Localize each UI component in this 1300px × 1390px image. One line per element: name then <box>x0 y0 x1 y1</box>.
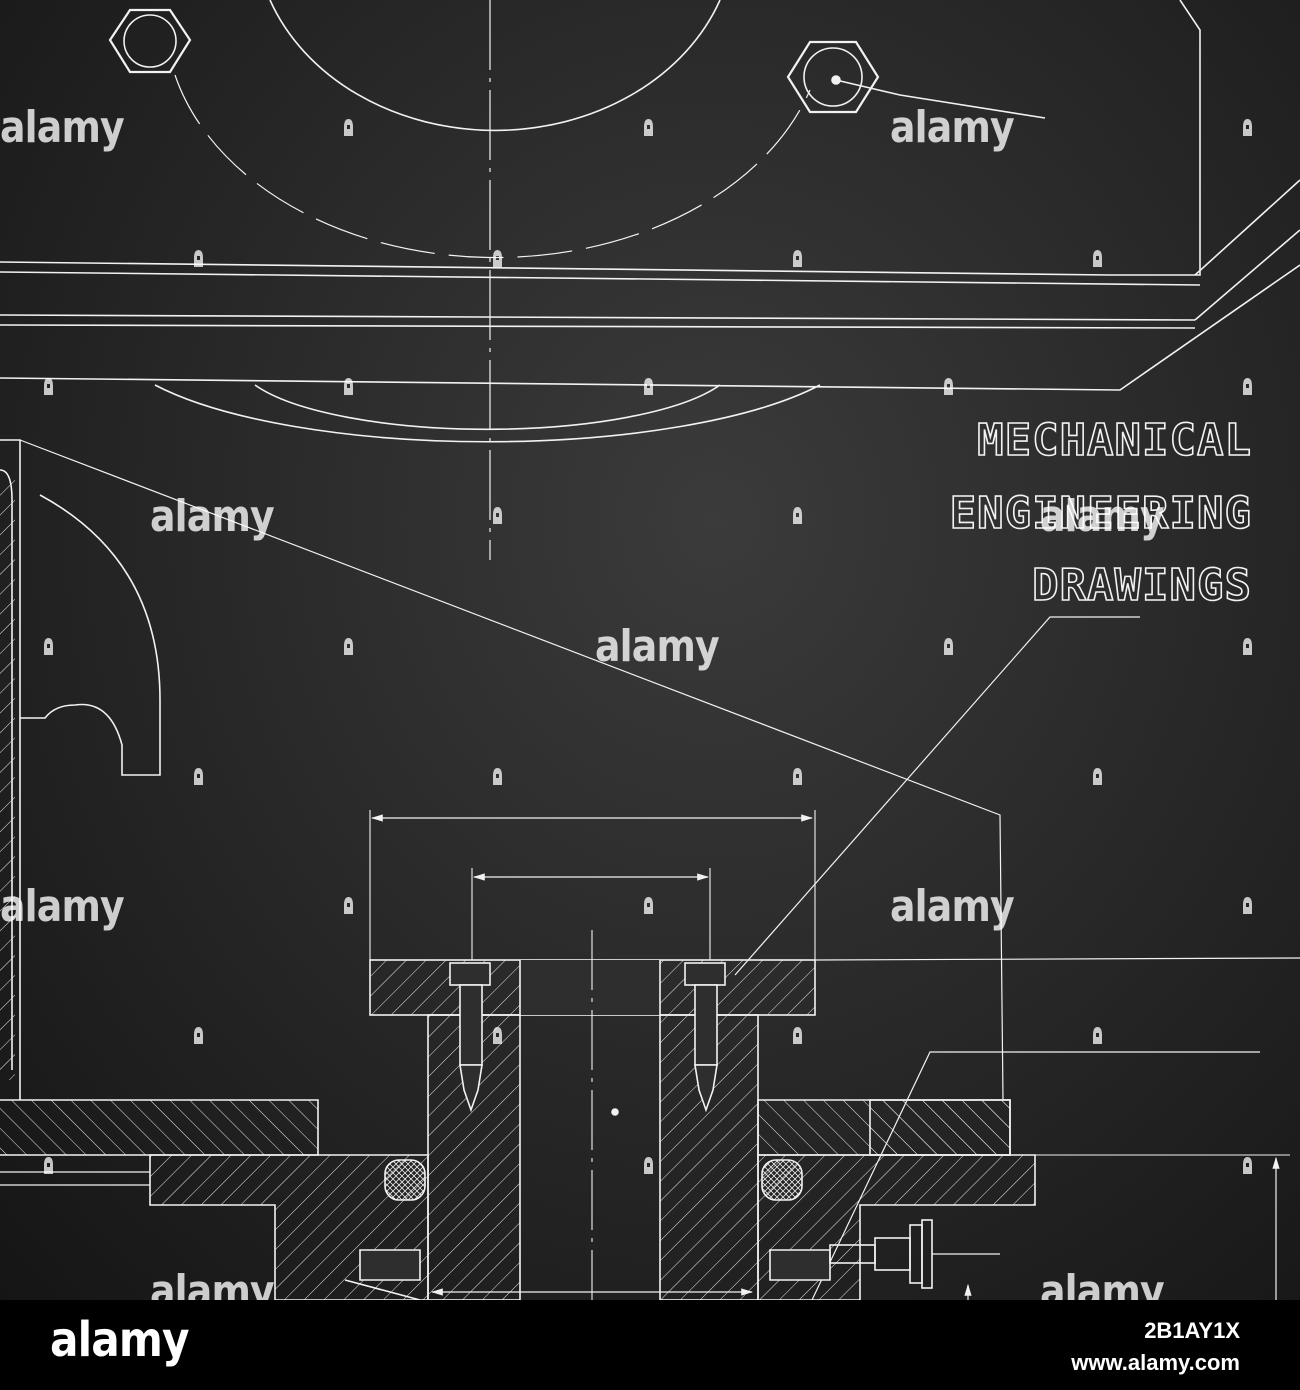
alamy-a-mark-icon <box>1243 897 1252 914</box>
alamy-a-mark-icon <box>493 768 502 785</box>
base-line-1 <box>0 314 1196 321</box>
watermark-text: alamy <box>150 491 275 542</box>
alamy-a-mark-icon <box>644 119 653 136</box>
alamy-a-mark-icon <box>1243 378 1252 395</box>
alamy-a-mark-icon <box>44 1157 53 1174</box>
alamy-a-mark-icon <box>44 378 53 395</box>
alamy-a-mark-icon <box>1093 1027 1102 1044</box>
alamy-a-mark-icon <box>344 638 353 655</box>
bearing-right <box>769 1249 831 1281</box>
alamy-a-mark-icon <box>493 1027 502 1044</box>
watermark-text: alamy <box>150 1266 275 1301</box>
alamy-a-mark-icon <box>644 1157 653 1174</box>
alamy-a-mark-icon <box>1243 119 1252 136</box>
grease-fitting <box>829 1219 1000 1289</box>
alamy-a-mark-icon <box>493 250 502 267</box>
alamy-a-mark-icon <box>493 507 502 524</box>
flange-arc <box>269 0 721 132</box>
engineering-drawing: MECHANICAL ENGINEERING DRAWINGS <box>0 0 1300 1300</box>
title-line-1: MECHANICAL <box>977 415 1252 466</box>
title-line-2: ENGINEERING <box>950 488 1252 539</box>
hex-nut-right <box>786 40 1046 119</box>
screw-right <box>684 962 726 1113</box>
base-line-3 <box>0 264 1300 391</box>
alamy-a-mark-icon <box>1093 250 1102 267</box>
title-block: MECHANICAL ENGINEERING DRAWINGS <box>949 414 1252 612</box>
alamy-a-mark-icon <box>793 507 802 524</box>
footer-logo[interactable]: alamy <box>50 1312 190 1368</box>
alamy-a-mark-icon <box>344 119 353 136</box>
screw-left <box>449 962 491 1113</box>
title-line-3: DRAWINGS <box>1032 560 1252 611</box>
alamy-a-mark-icon <box>1243 638 1252 655</box>
housing-line-1 <box>0 261 1111 276</box>
alamy-a-mark-icon <box>194 250 203 267</box>
alamy-a-mark-icon <box>344 897 353 914</box>
housing-side <box>1110 0 1201 276</box>
bracket-hook <box>20 494 161 776</box>
watermark-text: alamy <box>0 881 125 932</box>
watermark-text: alamy <box>0 102 125 153</box>
watermark-text: alamy <box>1040 491 1165 542</box>
image-id: 2B1AY1X <box>1144 1318 1240 1343</box>
bolt-circle <box>174 74 811 259</box>
alamy-a-mark-icon <box>944 378 953 395</box>
housing-bevel <box>1194 179 1300 276</box>
leader-title <box>734 616 1140 976</box>
alamy-a-mark-icon <box>944 638 953 655</box>
alamy-a-mark-icon <box>194 768 203 785</box>
base-bevel <box>1194 229 1300 321</box>
alamy-a-mark-icon <box>793 768 802 785</box>
site-url[interactable]: www.alamy.com <box>1071 1350 1240 1375</box>
stock-footer: alamy 2B1AY1X www.alamy.com <box>0 1300 1300 1390</box>
guide-line <box>19 439 1004 1101</box>
alamy-a-mark-icon <box>793 250 802 267</box>
bearing-left <box>344 1249 421 1300</box>
housing-left <box>149 1154 429 1300</box>
watermark-text: alamy <box>595 621 720 672</box>
lower-arc-inner <box>254 384 721 431</box>
lower-arc-outer <box>154 384 821 443</box>
alamy-a-mark-icon <box>194 1027 203 1044</box>
alamy-a-mark-icon <box>793 1027 802 1044</box>
alamy-a-mark-icon <box>644 897 653 914</box>
base-plate-left <box>0 1099 319 1156</box>
watermark-text: alamy <box>890 881 1015 932</box>
seal-left <box>384 1159 426 1201</box>
alamy-a-mark-icon <box>344 378 353 395</box>
seal-right <box>761 1159 803 1201</box>
alamy-a-mark-icon <box>1093 768 1102 785</box>
watermark-text: alamy <box>890 102 1015 153</box>
hex-nut-left <box>108 8 192 74</box>
alamy-a-mark-icon <box>1243 1157 1252 1174</box>
base-line-2 <box>0 324 1196 329</box>
alamy-a-mark-icon <box>44 638 53 655</box>
alamy-a-mark-icon <box>644 378 653 395</box>
watermark-text: alamy <box>1040 1266 1165 1301</box>
housing-line-2 <box>0 271 1201 286</box>
blueprint-board: MECHANICAL ENGINEERING DRAWINGS alamy al… <box>0 0 1300 1300</box>
bracket-hatch <box>0 480 15 1080</box>
